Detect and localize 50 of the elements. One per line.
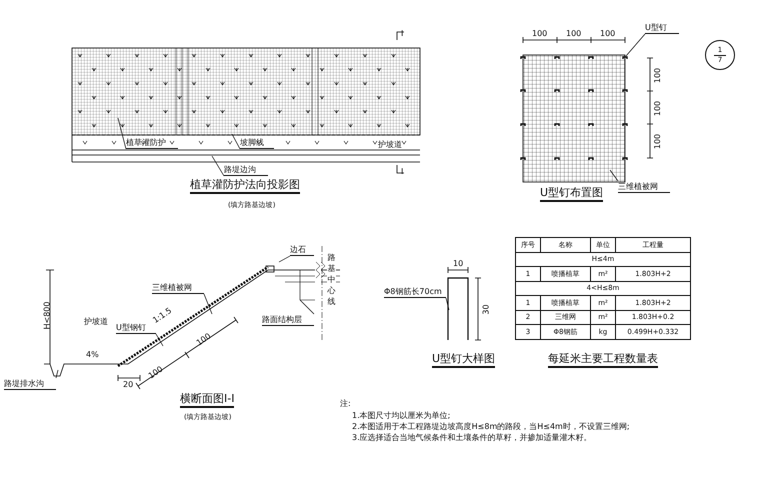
leader-line [56, 370, 58, 378]
dimension-text: 100 [652, 68, 664, 84]
section-label: I [401, 166, 404, 177]
dimension-text: 10 [453, 258, 464, 269]
leader-line [118, 118, 126, 150]
dimension-text: 100 [652, 100, 664, 116]
leader-line [278, 256, 290, 262]
dimension-text: 30 [480, 304, 492, 315]
section-label: I [401, 28, 404, 39]
drawing-title: U型钉大样图 [432, 352, 496, 368]
dimension-text: 100 [146, 364, 166, 382]
dimension-text: 100 [532, 28, 548, 39]
note-text: 1.本图尺寸均以厘米为单位; [352, 410, 450, 421]
note-heading: 注: [340, 398, 351, 409]
callout-text: 植草灌防护 [126, 137, 178, 149]
leader-line [156, 334, 164, 346]
leader-line [626, 34, 646, 56]
u-nail-mark [622, 56, 628, 59]
leader-line [232, 134, 240, 150]
leader-line [212, 156, 224, 176]
callout-text: Φ8钢筋长70cm [384, 286, 446, 298]
leader-line [300, 300, 314, 314]
dimension-text: 100 [652, 134, 664, 150]
callout-text: 边石 [290, 244, 314, 256]
note-text: 3.应选择适合当地气候条件和土壤条件的草籽，并掺加适量灌木籽。 [352, 432, 592, 443]
callout-text: U型钉 [645, 22, 679, 34]
dimension-text: 100 [600, 28, 616, 39]
leader-line [204, 294, 212, 314]
annotation-text: 护坡道 [378, 139, 402, 150]
annotation-text: 4% [86, 349, 99, 360]
note-text: 2.本图适用于本工程路堤边坡高度H≤8m的路段，当H≤4m时，不设置三维网; [352, 421, 630, 432]
drawing-title: 每延米主要工程数量表 [548, 352, 658, 368]
callout-text: 三维植被网 [618, 181, 670, 193]
leader-line [610, 170, 618, 182]
callout-text: 路堤排水沟 [4, 378, 56, 390]
callout-text: 三维植被网 [152, 282, 204, 294]
callout-text: 路堤边沟 [224, 164, 268, 176]
callout-text: 坡脚线 [240, 137, 274, 149]
drawing-title: 植草灌防护法向投影图 [190, 178, 300, 194]
sheet-number-circle [705, 40, 735, 70]
annotation-text: 护坡道 [84, 316, 108, 327]
drawing-title: U型钉布置图 [540, 186, 604, 202]
drawing-title: 横断面图I-I [180, 392, 234, 408]
dimension-text: 100 [566, 28, 582, 39]
centerline-text: 路基中心线 [327, 252, 336, 307]
callout-text: U型钢钉 [116, 322, 156, 334]
dimension-text: H<800 [42, 302, 52, 330]
leader-line [446, 298, 450, 310]
dimension-text: 20 [123, 379, 134, 390]
callout-text: 路面结构层 [262, 314, 314, 326]
